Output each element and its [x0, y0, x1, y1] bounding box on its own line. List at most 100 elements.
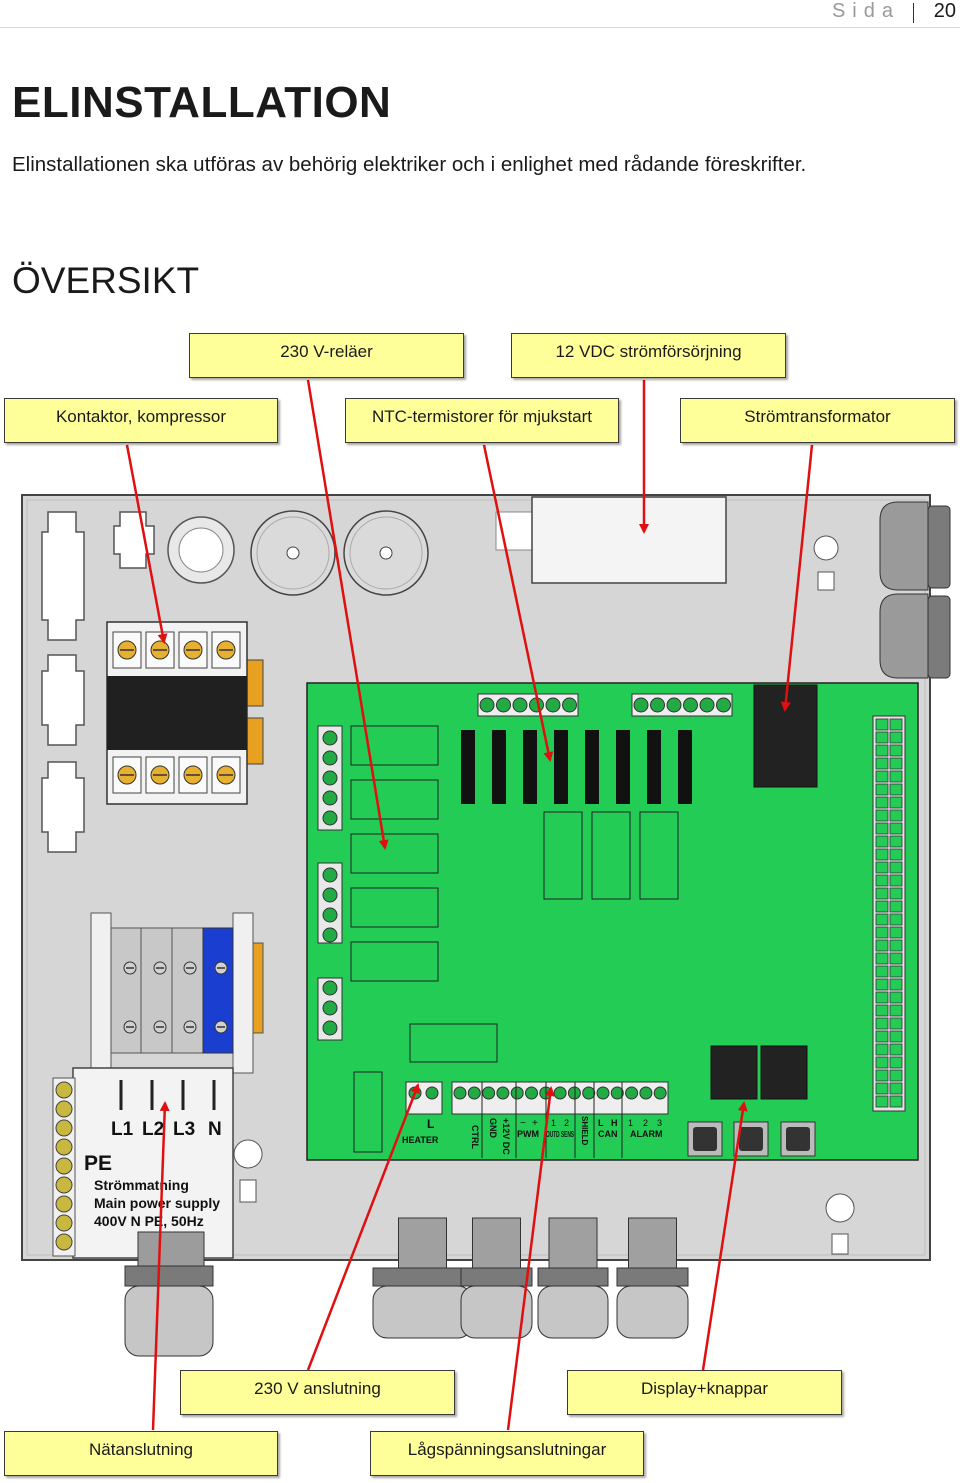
header-pin	[875, 783, 889, 796]
terminal-label-l1: L1	[111, 1119, 134, 1140]
header-pin	[875, 926, 889, 939]
cable-gland-nut	[537, 1267, 609, 1287]
callout-ntc-thermistors: NTC-termistorer för mjukstart	[345, 398, 619, 443]
header-pin	[889, 900, 903, 913]
terminal-label-n: N	[208, 1119, 222, 1140]
pcb-label-ctrl: CTRL	[470, 1125, 480, 1149]
ntc-thermistor	[616, 730, 630, 804]
pcb-label-pwm: PWM	[517, 1129, 539, 1139]
header-pin	[875, 913, 889, 926]
callout-mains-connection: Nätanslutning	[4, 1431, 278, 1476]
header-pin	[875, 809, 889, 822]
cable-gland-right	[879, 593, 929, 679]
terminal-pin	[653, 1086, 667, 1100]
header-pin	[889, 796, 903, 809]
mains-label-line-2: Main power supply	[94, 1195, 220, 1211]
earth-screw	[55, 1157, 73, 1175]
header-pin	[889, 965, 903, 978]
arrow-low-voltage	[506, 1086, 555, 1431]
connector-pin	[322, 730, 338, 746]
terminal-pin	[525, 1086, 538, 1100]
header-pin	[875, 835, 889, 848]
connector-pin	[322, 770, 338, 786]
terminal-end-clamp	[90, 912, 112, 1074]
terminal-pin	[510, 1086, 524, 1100]
mains-cable-gland-cap	[124, 1285, 214, 1357]
pcb-label-pin-2: 2	[564, 1118, 569, 1128]
callout-230v-connection: 230 V anslutning	[180, 1370, 455, 1415]
capacitor-center	[379, 546, 393, 560]
arrow-display	[701, 1101, 748, 1371]
callout-low-voltage-connections: Lågspänningsanslutningar	[370, 1431, 644, 1476]
earth-screw	[55, 1195, 73, 1213]
header-pin	[889, 926, 903, 939]
pcb-label-alarm: ALARM	[630, 1129, 663, 1139]
terminal-block-phase	[110, 927, 142, 1054]
cable-gland-nut	[927, 505, 951, 589]
overview-heading: ÖVERSIKT	[12, 260, 200, 301]
terminal-pin	[479, 697, 495, 713]
capacitor-center	[286, 546, 300, 560]
terminal-pin	[467, 1086, 481, 1100]
terminal-pin	[650, 697, 665, 713]
pcb-label-pin-1: 1	[551, 1118, 556, 1128]
pcb-label-pin-plus: +	[532, 1118, 538, 1129]
intro-paragraph: Elinstallationen ska utföras av behörig …	[12, 153, 807, 176]
connector-pin	[322, 750, 338, 766]
page-number: 20	[933, 0, 956, 22]
mains-cable-gland-nut	[124, 1265, 214, 1287]
mains-label-line-3: 400V N PE, 50Hz	[94, 1213, 204, 1229]
connector-pin	[322, 927, 338, 943]
header-pin	[889, 874, 903, 887]
display-button-cap	[739, 1127, 763, 1151]
ntc-thermistor	[554, 730, 568, 804]
callout-12vdc-power-supply: 12 VDC strömförsörjning	[511, 333, 786, 378]
mounting-slot	[41, 654, 85, 746]
ntc-thermistor	[585, 730, 599, 804]
earth-screw	[55, 1214, 73, 1232]
header-pin	[889, 952, 903, 965]
connector-pin	[322, 887, 338, 903]
display-button-cap	[693, 1127, 717, 1151]
connector-pin	[322, 980, 338, 996]
arrow-transformer	[780, 444, 814, 712]
display-chip	[760, 1045, 808, 1100]
pcb-component	[409, 1023, 498, 1063]
terminal-block-neutral	[202, 927, 234, 1054]
pcb-label-pin-minus: −	[520, 1118, 526, 1129]
ntc-thermistor	[678, 730, 692, 804]
terminal-pin	[562, 697, 577, 713]
header-pin	[889, 731, 903, 744]
header-pin	[875, 978, 889, 991]
arrow-relays	[306, 379, 389, 850]
header-pin	[875, 718, 889, 731]
earth-screw	[55, 1119, 73, 1137]
header-pin	[889, 1017, 903, 1030]
page-word: Sida	[831, 0, 900, 22]
terminal-pin	[553, 1086, 567, 1100]
display-button-cap	[786, 1127, 810, 1151]
mounting-slot	[41, 511, 85, 641]
cable-gland-cap	[460, 1285, 533, 1339]
terminal-label-l2: L2	[142, 1119, 164, 1140]
header-pin	[875, 1043, 889, 1056]
pcb-label-alarm-2: 2	[643, 1118, 648, 1128]
header-pin	[889, 861, 903, 874]
header-pin	[875, 770, 889, 783]
terminal-pin	[496, 1086, 510, 1100]
header-pin	[875, 1069, 889, 1082]
ntc-thermistor	[492, 730, 506, 804]
earth-screw	[55, 1176, 73, 1194]
header-pin	[889, 744, 903, 757]
arrow-contactor	[125, 444, 168, 644]
cable-knockout-hole	[178, 527, 224, 573]
terminal-pin	[683, 697, 698, 713]
header-pin	[875, 822, 889, 835]
ntc-thermistor	[647, 730, 661, 804]
contactor-body	[107, 676, 247, 750]
pcb-label-shield: SHIELD	[580, 1116, 589, 1146]
pcb-label-12vdc: +12V DC	[501, 1118, 511, 1155]
header-pin	[889, 783, 903, 796]
cable-gland-body	[472, 1217, 521, 1269]
connector-pin	[322, 1020, 338, 1036]
